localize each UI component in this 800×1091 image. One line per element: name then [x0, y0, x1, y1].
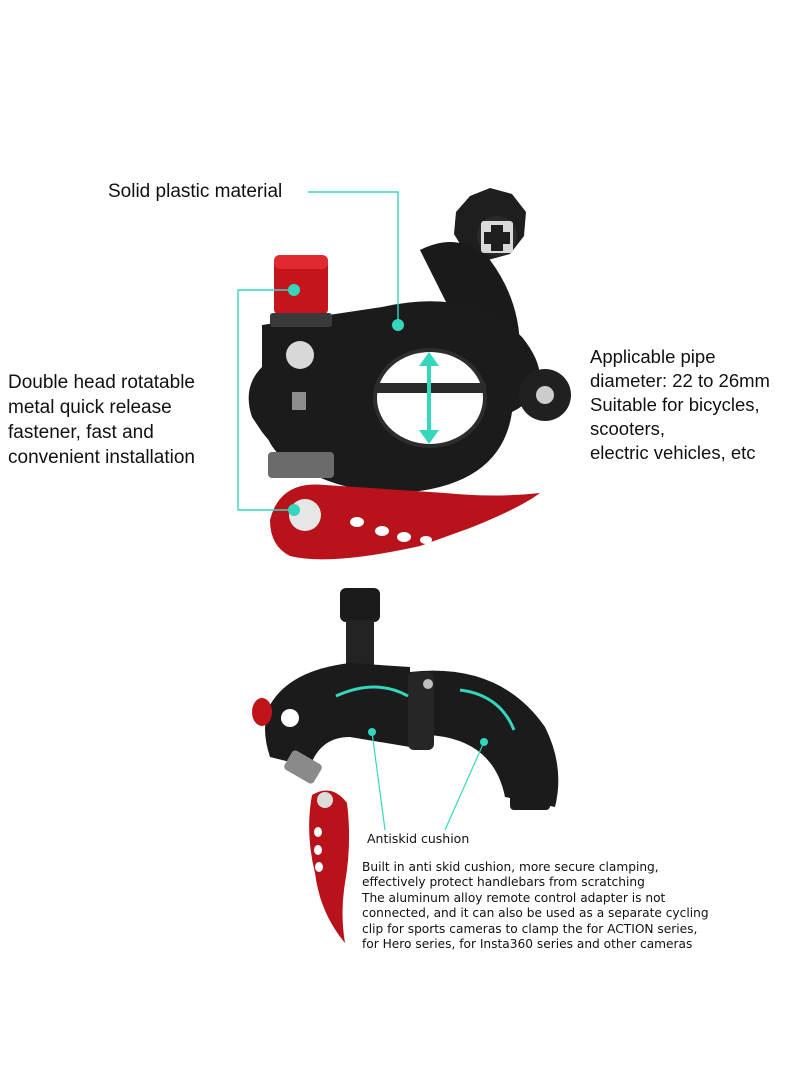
- label-solid-plastic: Solid plastic material: [108, 181, 283, 202]
- callout-line-solid: [308, 191, 399, 325]
- callout-line-cushion-right: [444, 741, 485, 831]
- callout-dot-lever: [288, 504, 300, 516]
- knob-icon: [454, 188, 526, 260]
- callout-dot-solid: [392, 319, 404, 331]
- label-description: Built in anti skid cushion, more secure …: [362, 860, 709, 952]
- label-antiskid-cushion: Antiskid cushion: [367, 831, 470, 846]
- label-quick-release: Double head rotatable metal quick releas…: [8, 372, 195, 468]
- label-pipe-diameter: Applicable pipe diameter: 22 to 26mm Sui…: [590, 346, 770, 463]
- callout-line-release: [237, 289, 294, 511]
- bottom-clamp-image: [252, 588, 559, 943]
- callout-dot-bolt: [288, 284, 300, 296]
- cushion-arc-left: [335, 685, 409, 698]
- top-clamp-image: [237, 188, 571, 560]
- quick-release-bolt-icon: [270, 255, 332, 327]
- red-lever-icon: [270, 484, 540, 560]
- callout-line-cushion-left: [371, 731, 386, 831]
- diameter-arrow-icon: [419, 352, 439, 444]
- cushion-arc-right: [459, 688, 516, 731]
